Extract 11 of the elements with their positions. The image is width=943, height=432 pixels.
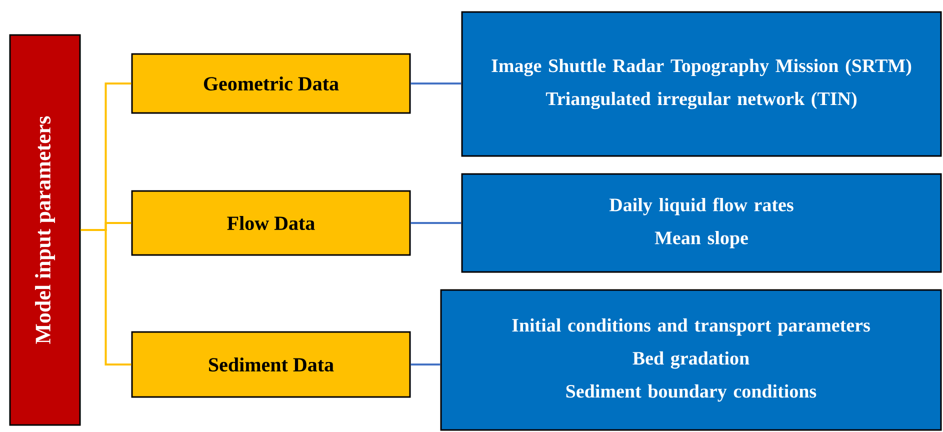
- category-box: Sediment Data: [131, 331, 411, 398]
- details-box: Initial conditions and transport parameters Bed gradation Sediment boundary conditions: [440, 289, 942, 431]
- category-box: Flow Data: [131, 190, 411, 256]
- connector-line: [80, 229, 132, 366]
- details-box: Daily liquid flow rates Mean slope: [461, 173, 942, 273]
- category-box: Model input parameters: [9, 34, 81, 426]
- connector-line: [410, 222, 462, 224]
- connector-line: [410, 82, 462, 84]
- details-box: Image Shuttle Radar Topography Mission (SRTM) Triangulated irregular network (TIN): [461, 11, 942, 157]
- connector-line: [410, 364, 440, 366]
- category-box: Geometric Data: [131, 53, 411, 114]
